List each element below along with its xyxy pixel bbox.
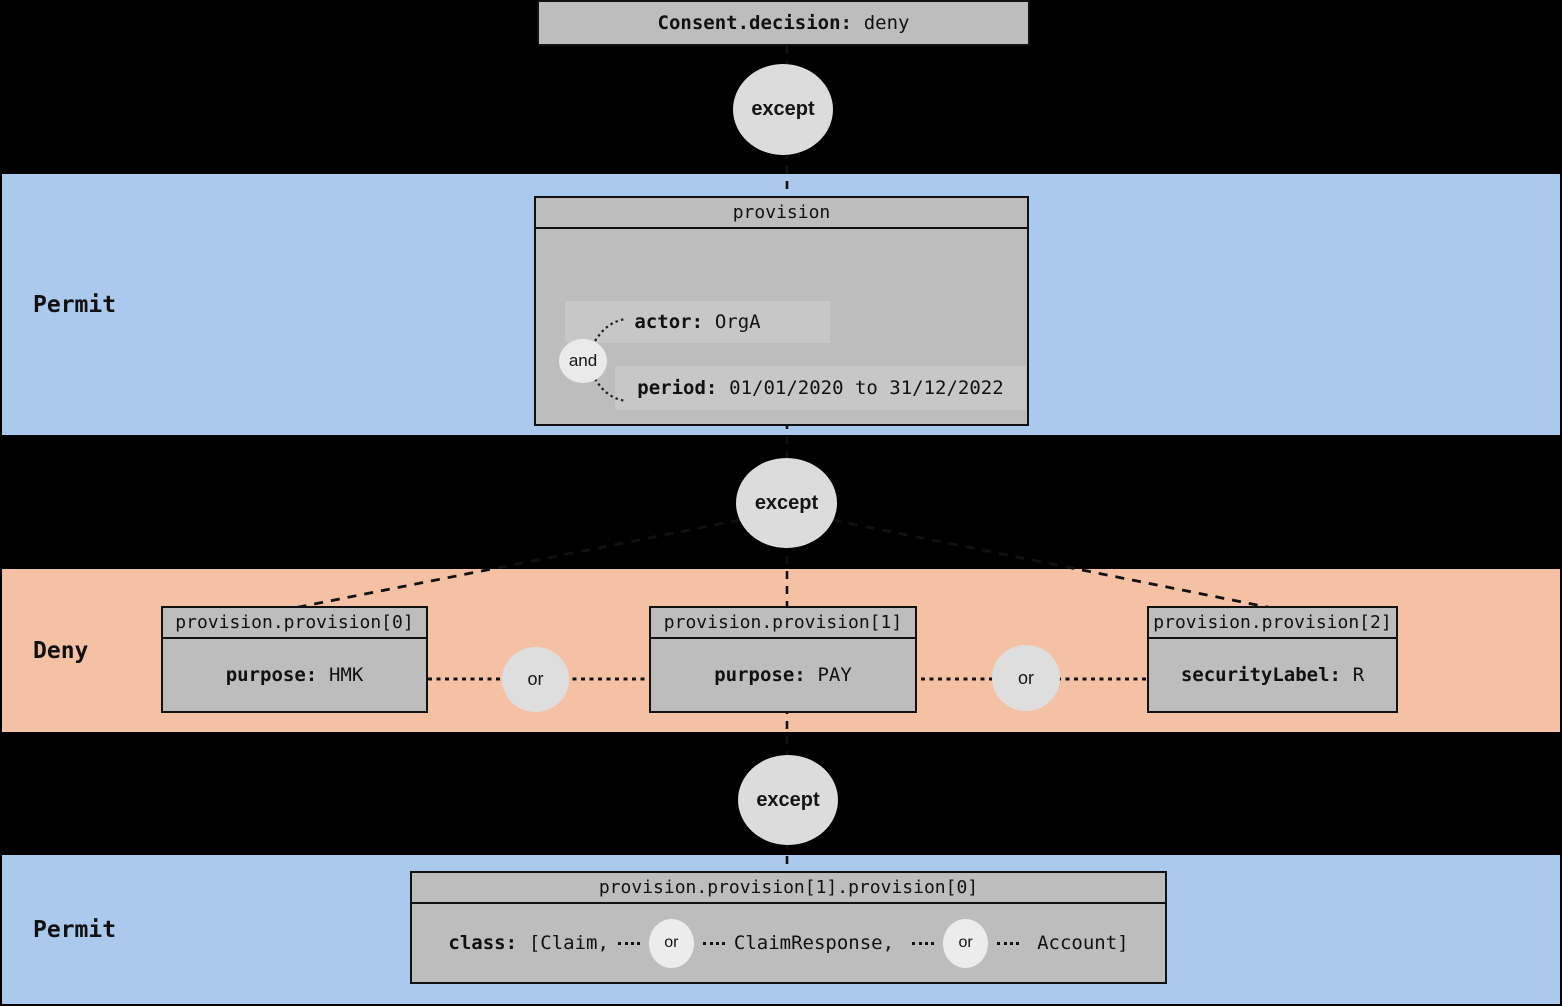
consent-decision-box: Consent.decision: deny bbox=[537, 0, 1030, 46]
deny-provision-2-header: provision.provision[2] bbox=[1149, 608, 1396, 639]
period-key: period: bbox=[637, 377, 718, 399]
deny-provision-2-box: provision.provision[2] securityLabel: R bbox=[1147, 606, 1398, 713]
except-connector-3-label: except bbox=[756, 788, 820, 811]
class-provision-body: class: [Claim, or ClaimResponse, or Acco… bbox=[412, 904, 1165, 982]
deny-provision-1-body: purpose: PAY bbox=[651, 639, 915, 711]
permit-band-top-label: Permit bbox=[33, 291, 117, 318]
permit-band-bottom-label: Permit bbox=[33, 916, 117, 943]
except-connector-2: except bbox=[736, 458, 837, 548]
except-connector-1: except bbox=[733, 64, 833, 155]
deny-provision-0-header: provision.provision[0] bbox=[163, 608, 426, 639]
or-connector-2-label: or bbox=[1017, 667, 1034, 688]
dotted-segment bbox=[617, 941, 640, 945]
and-arc-top bbox=[594, 317, 627, 342]
or-connector-inline-2: or bbox=[943, 918, 989, 968]
or-connector-inline-2-label: or bbox=[958, 934, 973, 951]
deny-band-label: Deny bbox=[33, 637, 89, 664]
period-value: 01/01/2020 to 31/12/2022 bbox=[729, 377, 1004, 399]
or-connector-inline-1: or bbox=[648, 918, 694, 968]
and-dotted-arcs bbox=[594, 317, 627, 403]
provision-box: provision actor: OrgA period: 01/01/2020… bbox=[534, 196, 1029, 426]
purpose-pay-value: PAY bbox=[817, 664, 852, 686]
except-connector-2-label: except bbox=[754, 491, 819, 514]
class-item-claimresponse: ClaimResponse, bbox=[733, 932, 895, 954]
and-arc-bottom bbox=[594, 378, 627, 403]
except-connector-3: except bbox=[738, 755, 838, 845]
dotted-segment bbox=[997, 941, 1020, 945]
class-item-account: Account] bbox=[1037, 932, 1129, 954]
or-connector-2: or bbox=[992, 645, 1060, 711]
deny-provision-1-header: provision.provision[1] bbox=[651, 608, 915, 639]
or-connector-inline-1-label: or bbox=[664, 934, 679, 951]
dotted-segment bbox=[702, 941, 725, 945]
purpose-hmk-key: purpose: bbox=[225, 664, 318, 686]
purpose-pay-key: purpose: bbox=[714, 664, 806, 686]
and-connector: and bbox=[559, 339, 607, 383]
class-provision-header: provision.provision[1].provision[0] bbox=[412, 873, 1165, 904]
purpose-hmk-value: HMK bbox=[328, 664, 364, 686]
security-label-key: securityLabel: bbox=[1180, 664, 1341, 686]
except-connector-1-label: except bbox=[751, 98, 815, 120]
consent-decision-value: deny bbox=[863, 12, 910, 34]
class-item-claim: [Claim, bbox=[528, 932, 609, 954]
or-connector-1-label: or bbox=[527, 669, 544, 689]
deny-provision-1-box: provision.provision[1] purpose: PAY bbox=[649, 606, 917, 713]
actor-value: OrgA bbox=[714, 311, 761, 333]
consent-decision-key: Consent.decision: bbox=[657, 12, 852, 34]
deny-provision-0-box: provision.provision[0] purpose: HMK bbox=[161, 606, 428, 713]
and-connector-label: and bbox=[568, 351, 598, 370]
actor-key: actor: bbox=[634, 311, 704, 333]
period-attribute: period: 01/01/2020 to 31/12/2022 bbox=[615, 366, 1026, 410]
provision-box-body: actor: OrgA period: 01/01/2020 to 31/12/… bbox=[536, 229, 1027, 424]
dotted-segment bbox=[912, 941, 935, 945]
provision-box-header: provision bbox=[536, 198, 1027, 229]
security-label-value: R bbox=[1352, 664, 1365, 686]
deny-provision-0-body: purpose: HMK bbox=[163, 639, 426, 711]
or-connector-1: or bbox=[502, 647, 569, 712]
class-provision-box: provision.provision[1].provision[0] clas… bbox=[410, 871, 1167, 984]
class-key: class: bbox=[448, 932, 518, 954]
deny-provision-2-body: securityLabel: R bbox=[1149, 639, 1396, 711]
